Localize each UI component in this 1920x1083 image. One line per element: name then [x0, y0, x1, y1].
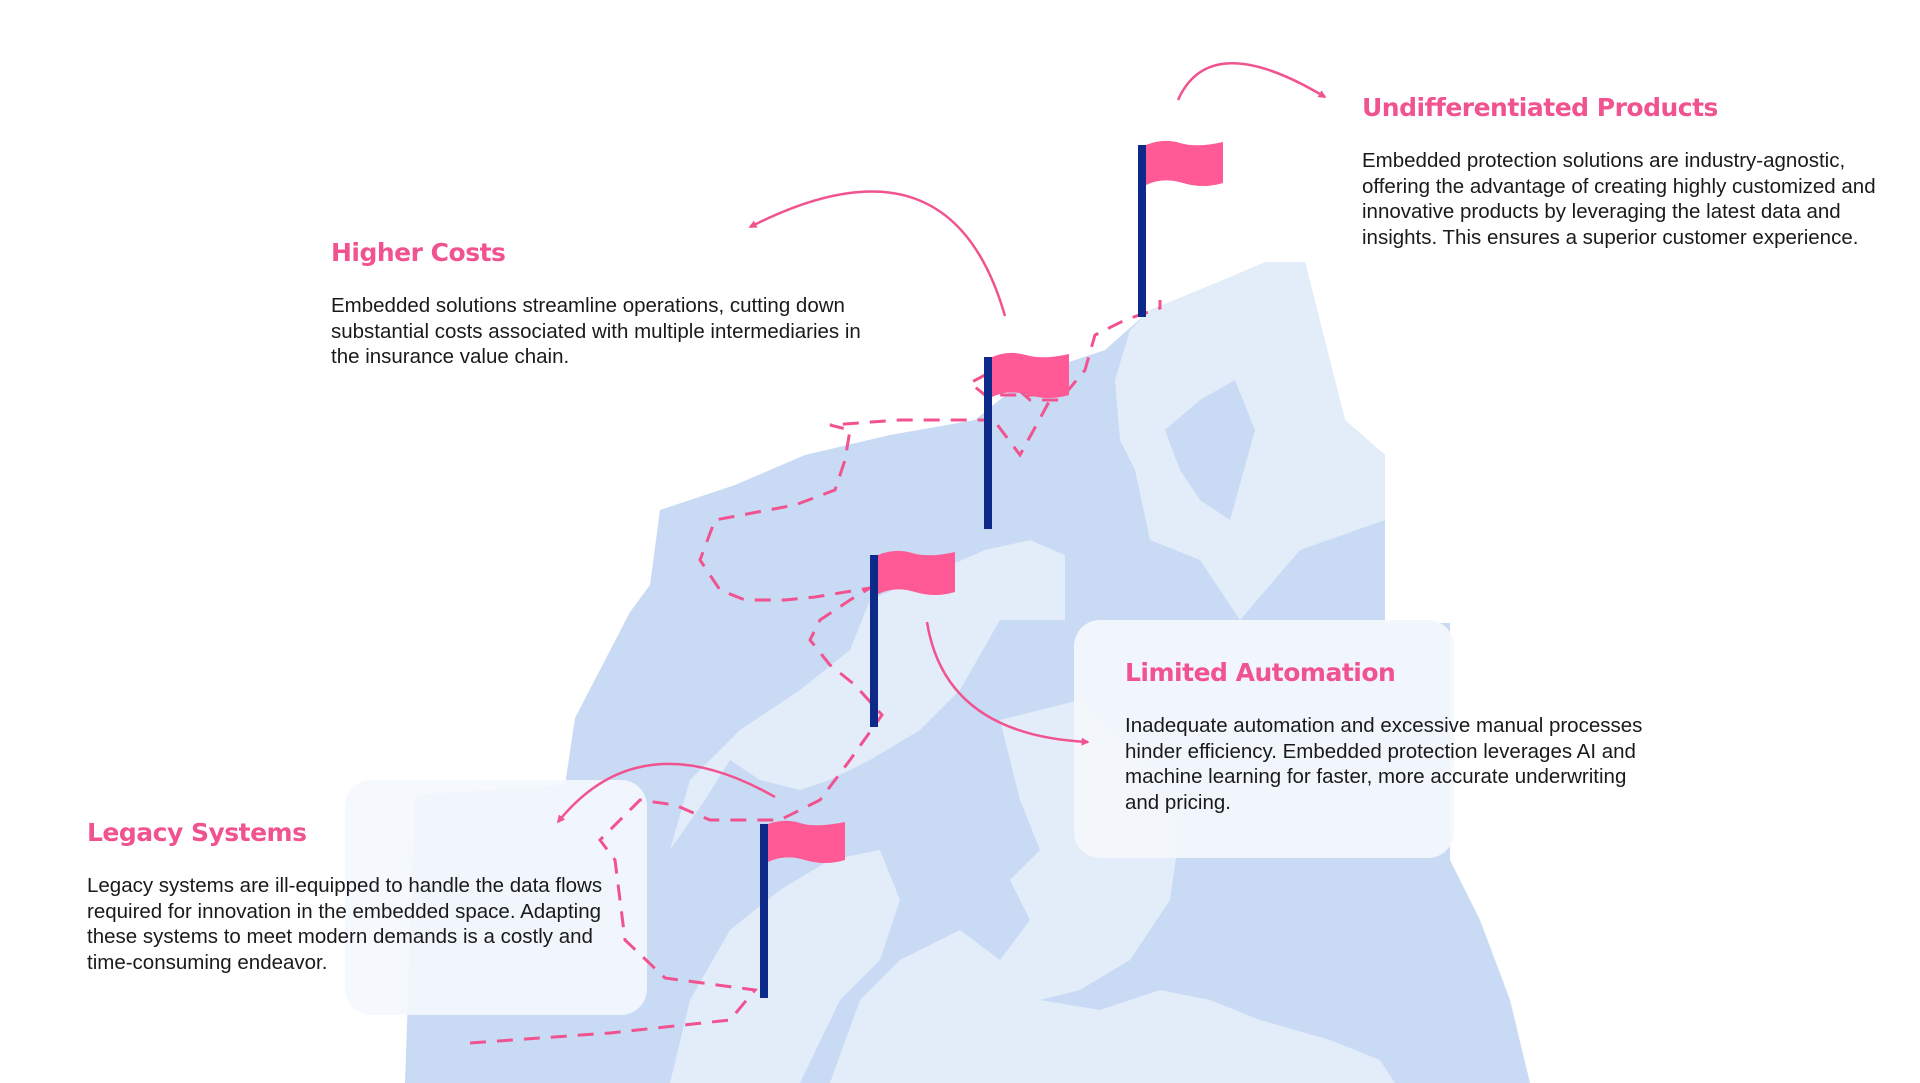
flag-icon [870, 550, 955, 727]
panel-legacy-systems [345, 780, 647, 1015]
stage-title: Higher Costs [331, 238, 506, 267]
flag-icon [760, 820, 845, 998]
flag-icon [984, 352, 1069, 529]
arrow-to-legacy-systems [556, 762, 776, 824]
mountain-facet-lower-left [670, 850, 900, 1083]
arrow-to-higher-costs [748, 190, 1007, 317]
stage-higher-costs: Higher Costs Embedded solutions streamli… [331, 238, 871, 370]
dashed-trail [469, 300, 1162, 1045]
stage-undifferentiated-products: Undifferentiated Products Embedded prote… [1362, 93, 1902, 250]
arrow-to-undifferentiated-products [1176, 62, 1327, 101]
stage-legacy-systems: Legacy Systems Legacy systems are ill-eq… [87, 818, 627, 975]
stage-description: Embedded protection solutions are indust… [1362, 149, 1876, 249]
stage-description: Inadequate automation and excessive manu… [1125, 714, 1643, 814]
arrow-to-limited-automation [925, 621, 1090, 746]
panel-limited-automation [1074, 620, 1454, 858]
stage-description: Embedded solutions streamline operations… [331, 294, 861, 368]
stage-description: Legacy systems are ill-equipped to handl… [87, 874, 603, 974]
flag-icon [1138, 140, 1223, 317]
stage-title: Undifferentiated Products [1362, 93, 1718, 122]
mountain-facet-base [830, 930, 1395, 1083]
stage-limited-automation: Limited Automation Inadequate automation… [1125, 658, 1665, 815]
stage-title: Legacy Systems [87, 818, 307, 847]
stage-title: Limited Automation [1125, 658, 1396, 687]
mountain-facet-ridge [1165, 380, 1255, 520]
mountain-facet-middle [670, 540, 1065, 850]
